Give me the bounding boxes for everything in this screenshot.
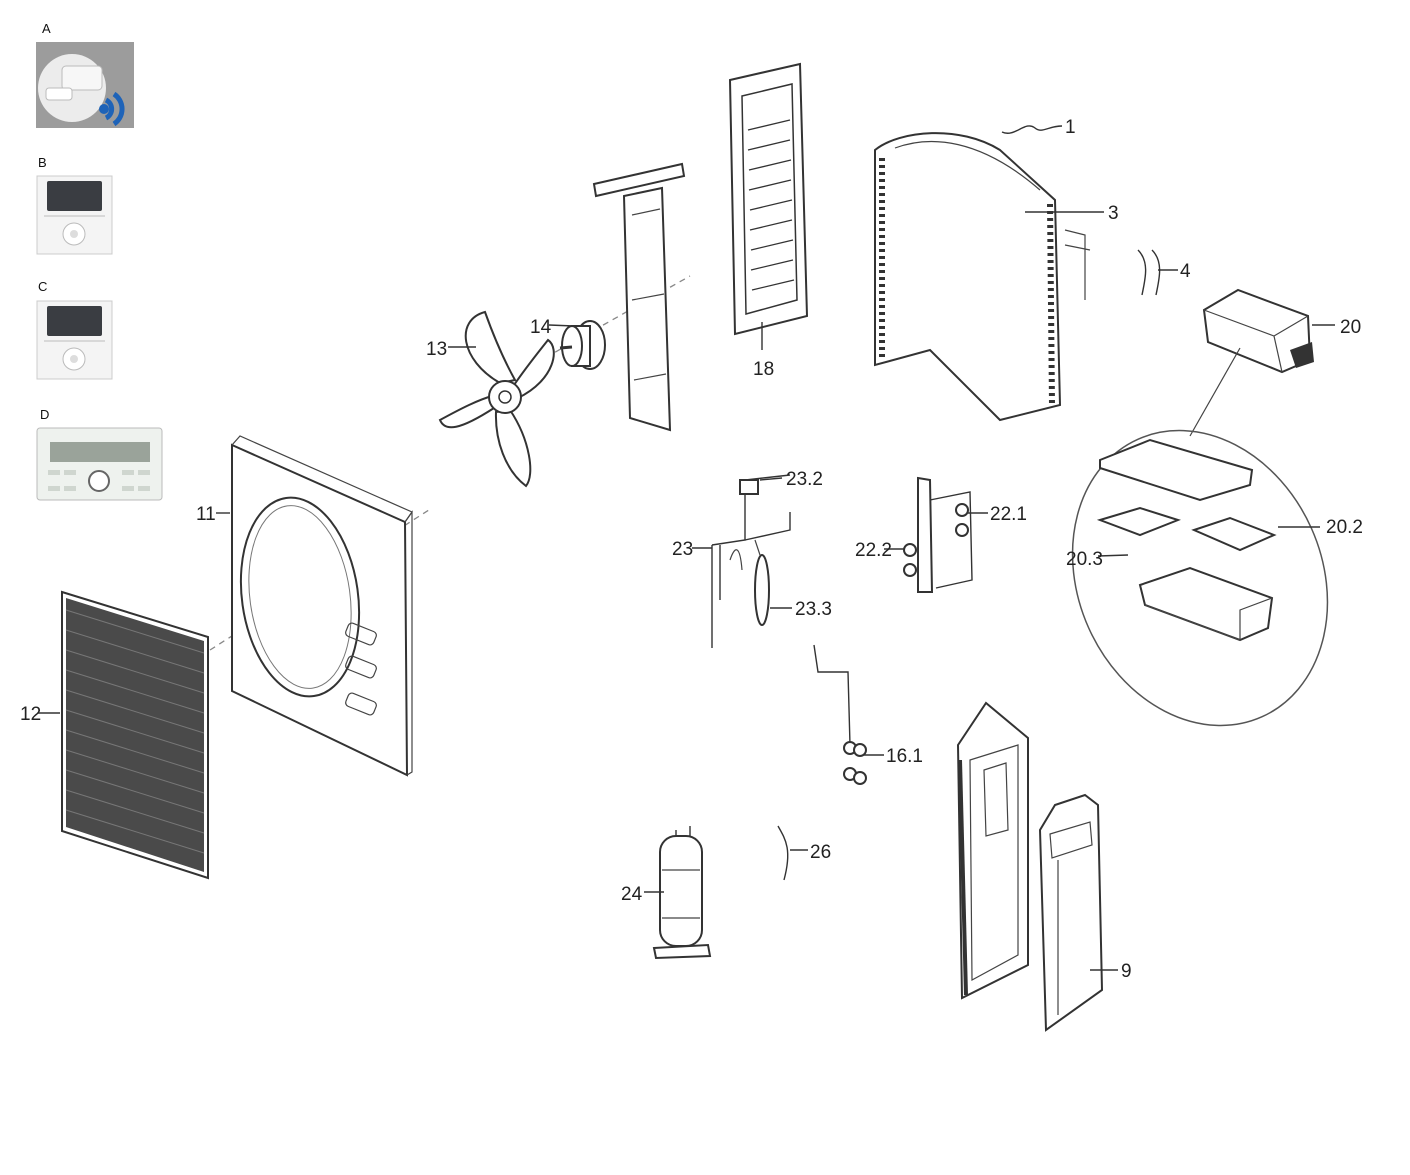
part-4-connecting-pipe <box>1137 249 1178 296</box>
label-3: 3 <box>1108 203 1119 224</box>
label-13: 13 <box>426 339 447 360</box>
part-12-front-grille <box>38 590 209 880</box>
label-23: 23 <box>672 539 693 560</box>
part-20-electric-control-box <box>1189 288 1335 437</box>
label-22-1: 22.1 <box>990 504 1027 525</box>
label-4: 4 <box>1180 261 1191 282</box>
label-1: 1 <box>1065 117 1076 138</box>
accessory-c: C <box>36 279 113 380</box>
central-controller-icon <box>36 427 163 501</box>
part-16-1-pipe-assembly <box>813 644 884 785</box>
label-20-3: 20.3 <box>1066 549 1103 570</box>
part-26-pipe <box>777 825 808 881</box>
accessory-a: A <box>36 21 134 128</box>
part-labels: 1 3 4 20 20.2 20.3 18 14 13 11 12 23.2 2… <box>20 117 1363 982</box>
label-23-2: 23.2 <box>786 469 823 490</box>
label-18: 18 <box>753 359 774 380</box>
wired-remote-controller-icon-2 <box>36 300 113 380</box>
part-22-service-valves <box>884 476 988 593</box>
part-14-fan-motor <box>548 320 606 370</box>
accessory-d: D <box>36 407 163 501</box>
accessory-c-label: C <box>38 279 47 294</box>
part-23-valve-assembly <box>692 474 792 648</box>
label-12: 12 <box>20 704 41 725</box>
electric-box-detail <box>1071 429 1329 727</box>
label-22-2: 22.2 <box>855 540 892 561</box>
part-1-temperature-sensor <box>1001 125 1063 134</box>
label-16-1: 16.1 <box>886 746 923 767</box>
part-18-rear-panel <box>728 62 809 350</box>
label-23-3: 23.3 <box>795 599 832 620</box>
part-11-front-panel <box>216 435 413 777</box>
part-9-handle-cover <box>1038 793 1118 1032</box>
label-26: 26 <box>810 842 831 863</box>
wifi-module-icon <box>36 42 134 128</box>
label-11: 11 <box>196 504 216 525</box>
accessory-a-label: A <box>42 21 51 36</box>
label-24: 24 <box>621 884 643 905</box>
motor-bracket <box>592 162 686 432</box>
accessory-b: B <box>36 155 113 255</box>
label-9: 9 <box>1121 961 1132 982</box>
wired-remote-controller-icon <box>36 175 113 255</box>
right-side-panel <box>956 701 1029 1000</box>
label-14: 14 <box>530 317 552 338</box>
accessory-d-label: D <box>40 407 49 422</box>
part-13-fan-blade <box>438 310 555 488</box>
label-20: 20 <box>1340 317 1361 338</box>
part-24-compressor <box>644 826 712 960</box>
label-20-2: 20.2 <box>1326 517 1363 538</box>
part-3-condenser-coil <box>874 132 1104 422</box>
accessory-b-label: B <box>38 155 47 170</box>
